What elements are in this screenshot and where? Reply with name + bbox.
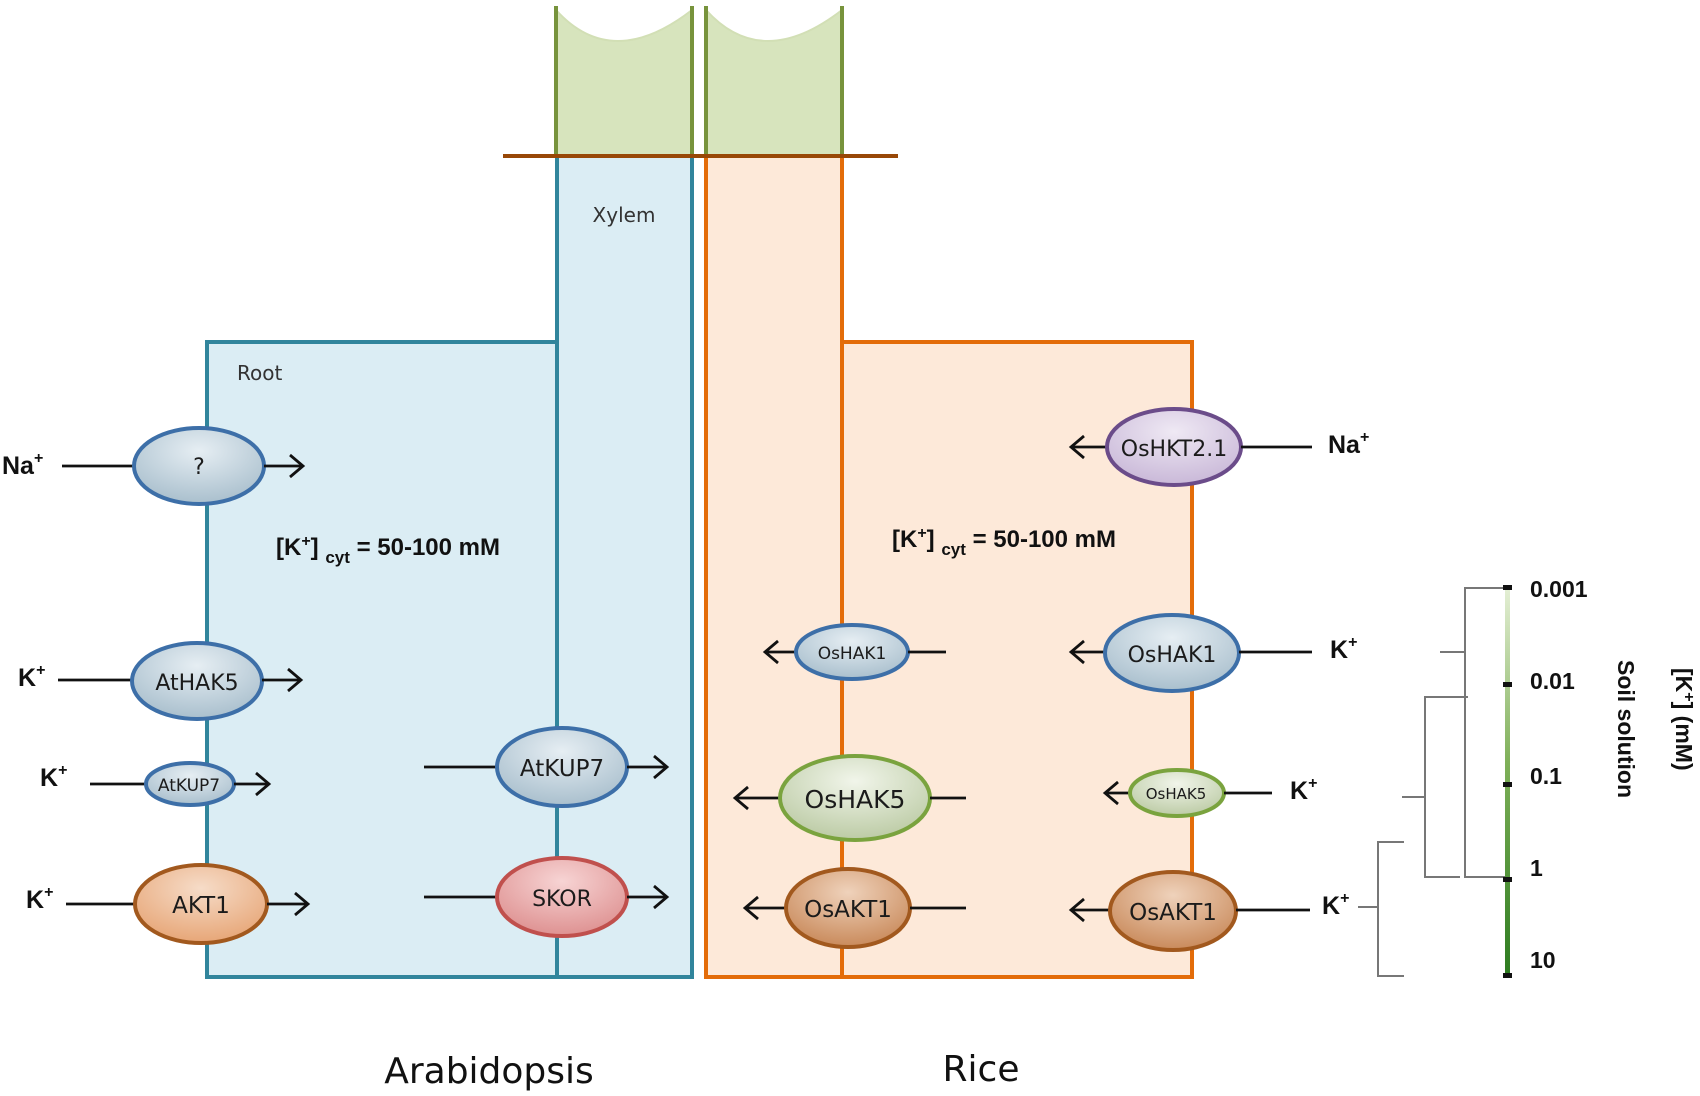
svg-text:AtKUP7: AtKUP7 xyxy=(520,756,604,782)
svg-text:OsHAK1: OsHAK1 xyxy=(818,644,887,664)
cytosol-concentration-rice: [K+] cyt = 50-100 mM xyxy=(892,525,1116,559)
svg-text:OsHAK5: OsHAK5 xyxy=(805,785,906,814)
scale-title: Soil solution xyxy=(1613,660,1639,798)
k-ion-label: K+ xyxy=(18,662,45,692)
scale-tick-label: 0.01 xyxy=(1530,668,1575,694)
oshak1-small-transporter: OsHAK1 xyxy=(762,623,946,681)
scale-unit: [K+] (mM) xyxy=(1671,668,1697,771)
oshak5-small-transporter: OsHAK5 K+ xyxy=(1102,768,1317,818)
svg-text:?: ? xyxy=(193,455,205,480)
atkup7-xylem-transporter: AtKUP7 xyxy=(424,726,670,808)
atkup7-small-transporter: K+ AtKUP7 xyxy=(40,761,272,807)
osakt1-right-transporter: OsAKT1 K+ xyxy=(1068,870,1349,952)
range-brackets xyxy=(1358,587,1510,977)
k-ion-label: K+ xyxy=(26,884,53,914)
scale-tick-label: 0.001 xyxy=(1530,576,1588,602)
rice-label: Rice xyxy=(943,1049,1020,1090)
svg-text:OsAKT1: OsAKT1 xyxy=(804,897,892,923)
scale-tick-label: 0.1 xyxy=(1530,763,1562,789)
oshak5-transporter: OsHAK5 xyxy=(732,754,966,842)
svg-text:OsHKT2.1: OsHKT2.1 xyxy=(1121,437,1227,462)
svg-text:AtHAK5: AtHAK5 xyxy=(155,671,238,696)
osakt1-left-transporter: OsAKT1 xyxy=(742,867,966,949)
svg-text:AtKUP7: AtKUP7 xyxy=(158,776,220,796)
svg-text:AKT1: AKT1 xyxy=(172,893,230,919)
akt1-transporter: K+ AKT1 xyxy=(26,863,311,945)
soil-solution-scale: 0.001 0.01 0.1 1 10 Soil solution [K+] (… xyxy=(1358,576,1697,978)
skor-transporter: SKOR xyxy=(424,856,670,938)
scale-tick-label: 10 xyxy=(1530,947,1556,973)
root-label: Root xyxy=(237,361,282,385)
oshkt21-transporter: OsHKT2.1 Na+ xyxy=(1068,407,1369,487)
rice-root xyxy=(704,154,1194,979)
xylem-label: Xylem xyxy=(593,203,656,227)
na-ion-label: Na+ xyxy=(1328,429,1369,459)
scale-tick-label: 1 xyxy=(1530,855,1543,881)
k-ion-label: K+ xyxy=(1322,890,1349,920)
k-ion-label: K+ xyxy=(1330,634,1357,664)
svg-text:OsAKT1: OsAKT1 xyxy=(1129,900,1217,926)
na-ion-label: Na+ xyxy=(2,450,43,480)
k-ion-label: K+ xyxy=(1290,775,1317,805)
arabidopsis-label: Arabidopsis xyxy=(384,1051,594,1092)
unknown-na-transporter: Na+ ? xyxy=(2,426,306,506)
concentration-gradient-bar xyxy=(1505,585,1510,978)
svg-text:OsHAK1: OsHAK1 xyxy=(1128,643,1217,668)
athak5-transporter: K+ AtHAK5 xyxy=(18,641,304,721)
shoot-region xyxy=(554,6,844,156)
svg-text:SKOR: SKOR xyxy=(532,887,592,912)
cytosol-concentration-arabidopsis: [K+] cyt = 50-100 mM xyxy=(276,533,500,567)
oshak1-transporter: OsHAK1 K+ xyxy=(1068,613,1357,693)
k-ion-label: K+ xyxy=(40,762,67,792)
svg-text:OsHAK5: OsHAK5 xyxy=(1146,785,1207,803)
arabidopsis-root xyxy=(205,154,694,979)
